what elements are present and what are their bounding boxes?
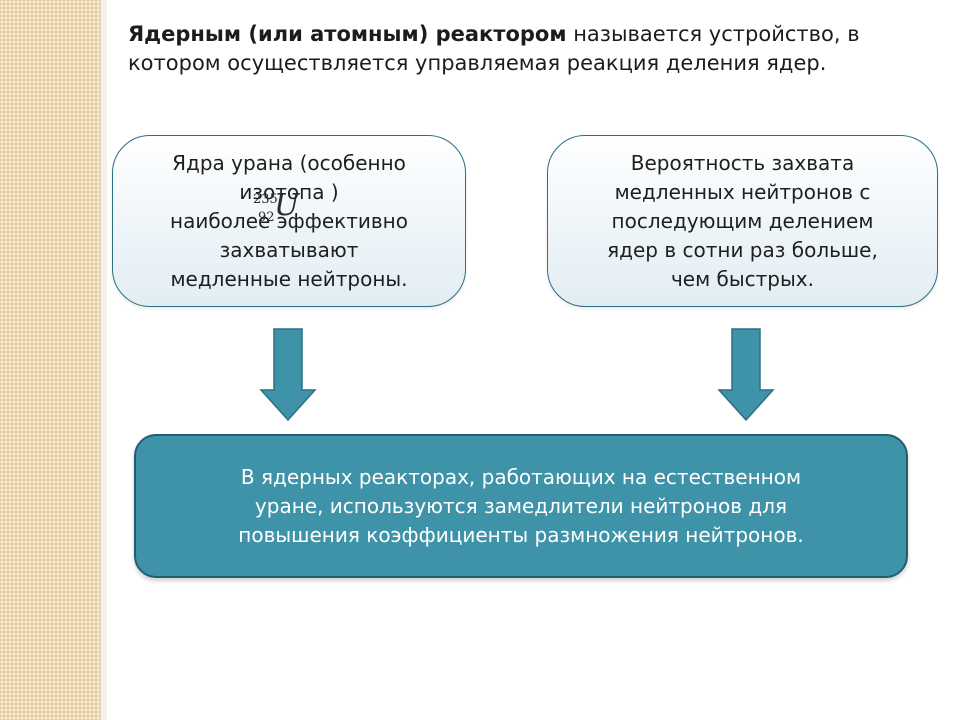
definition-text: Ядерным (или атомным) реактором называет…	[128, 20, 928, 78]
isotope-symbol: U	[274, 188, 300, 223]
definition-rest: называется устройство, в котором осущест…	[128, 22, 860, 75]
isotope-mass-number: 235	[253, 192, 278, 207]
conclusion-banner: В ядерных реакторах, работающих на естес…	[134, 434, 908, 578]
decorative-side-band	[0, 0, 100, 720]
card-uranium-nuclei: Ядра урана (особенно изотопа ) наиболее …	[112, 135, 466, 307]
card-capture-probability: Вероятность захвата медленных нейтронов …	[547, 135, 938, 307]
down-arrow-icon	[717, 328, 775, 422]
side-divider	[100, 0, 107, 720]
card-uranium-text: Ядра урана (особенно изотопа ) наиболее …	[170, 150, 408, 291]
definition-term: Ядерным (или атомным) реактором	[128, 22, 567, 46]
down-arrow-icon	[259, 328, 317, 422]
uranium-isotope-formula: 235 92 U	[248, 186, 308, 230]
isotope-atomic-number: 92	[258, 210, 275, 225]
card-capture-text: Вероятность захвата медленных нейтронов …	[607, 150, 878, 291]
conclusion-text: В ядерных реакторах, работающих на естес…	[238, 464, 804, 547]
